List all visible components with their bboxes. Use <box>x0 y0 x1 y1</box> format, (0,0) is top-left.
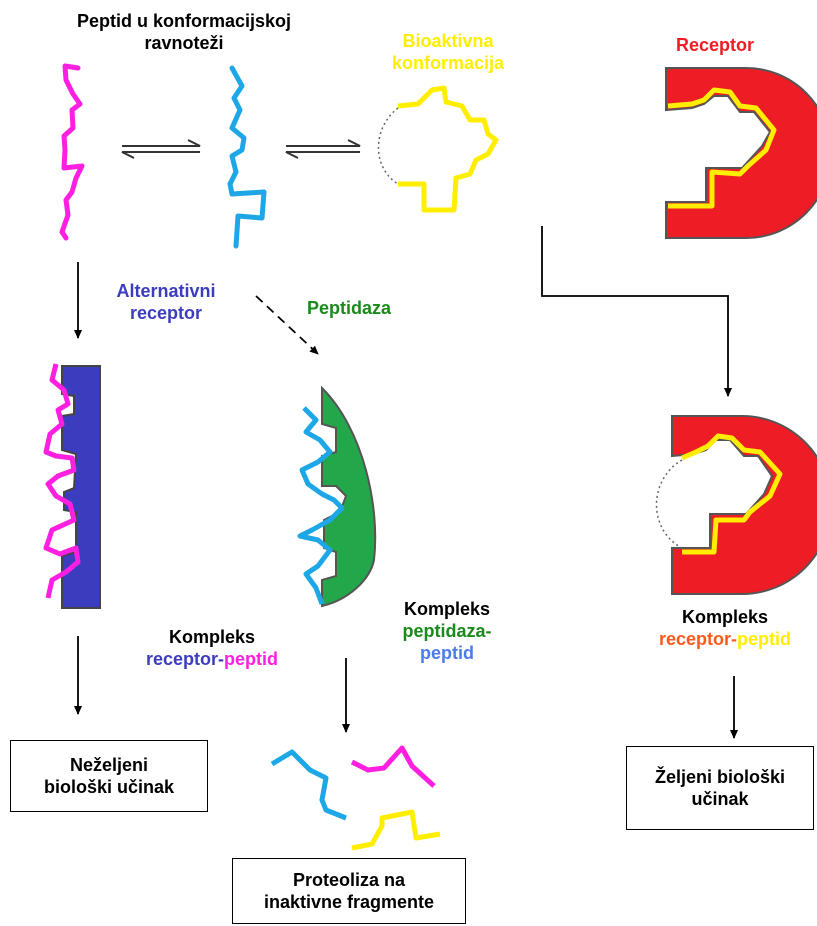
complex-alt-label: Kompleks receptor-peptid <box>124 626 300 670</box>
complex-pep-title: Kompleks <box>403 599 491 619</box>
bioactive-label: Bioaktivna konformacija <box>380 30 516 74</box>
fragment-yellow <box>351 809 441 851</box>
complex-alt-title: Kompleks <box>168 627 256 647</box>
complex-alt-word1: receptor- <box>145 649 225 669</box>
complex-rec-label: Kompleks receptor-peptid <box>640 606 810 650</box>
complex-rec-word2: peptid <box>737 629 792 649</box>
receptor-top <box>665 67 817 239</box>
arrow-binding-to-receptor <box>541 226 732 397</box>
equilibrium-arrow-1 <box>121 139 201 159</box>
alt-receptor-label: Alternativni receptor <box>92 280 240 324</box>
equilibrium-arrow-2 <box>285 139 361 159</box>
alt-receptor-line-1: Alternativni <box>116 281 216 301</box>
complex-rec-title: Kompleks <box>681 607 769 627</box>
bioactive-conformation <box>377 85 499 213</box>
desired-line-1: Željeni biološki <box>654 767 786 787</box>
undesired-line-2: biološki učinak <box>43 777 175 797</box>
complex-pep-label: Kompleks peptidaza- peptid <box>384 598 510 664</box>
bioactive-line-2: konformacija <box>391 53 505 73</box>
proteolysis-line-1: Proteoliza na <box>292 870 406 890</box>
peptide-conformer-cyan <box>227 65 267 249</box>
complex-pep-word1: peptidaza- <box>402 621 492 641</box>
undesired-line-1: Neželjeni <box>69 755 148 775</box>
receptor-label-text: Receptor <box>675 35 755 55</box>
title-line-2: ravnoteži <box>144 33 224 53</box>
bioactive-line-1: Bioaktivna <box>402 31 494 51</box>
alt-receptor-complex <box>43 363 101 609</box>
desired-line-2: učinak <box>691 789 749 809</box>
undesired-effect-box: Neželjeni biološki učinak <box>10 740 208 812</box>
proteolysis-box: Proteoliza na inaktivne fragmente <box>232 858 466 924</box>
fragment-magenta <box>350 745 436 788</box>
peptide-conformer-magenta <box>59 63 85 241</box>
fragment-cyan <box>270 749 347 821</box>
complex-rec-word1: receptor- <box>658 629 738 649</box>
title-peptide-equilibrium: Peptid u konformacijskoj ravnoteži <box>36 10 332 54</box>
proteolysis-line-2: inaktivne fragmente <box>263 892 435 912</box>
receptor-peptide-complex <box>655 415 817 595</box>
title-line-1: Peptid u konformacijskoj <box>76 11 292 31</box>
peptidaza-label-text: Peptidaza <box>306 298 392 318</box>
peptidase-complex <box>297 385 377 608</box>
complex-pep-word2: peptid <box>420 643 474 663</box>
complex-alt-word2: peptid <box>224 649 279 669</box>
desired-effect-box: Željeni biološki učinak <box>626 746 814 830</box>
alt-receptor-line-2: receptor <box>129 303 203 323</box>
peptidaza-label: Peptidaza <box>292 297 406 319</box>
receptor-label: Receptor <box>660 34 770 56</box>
